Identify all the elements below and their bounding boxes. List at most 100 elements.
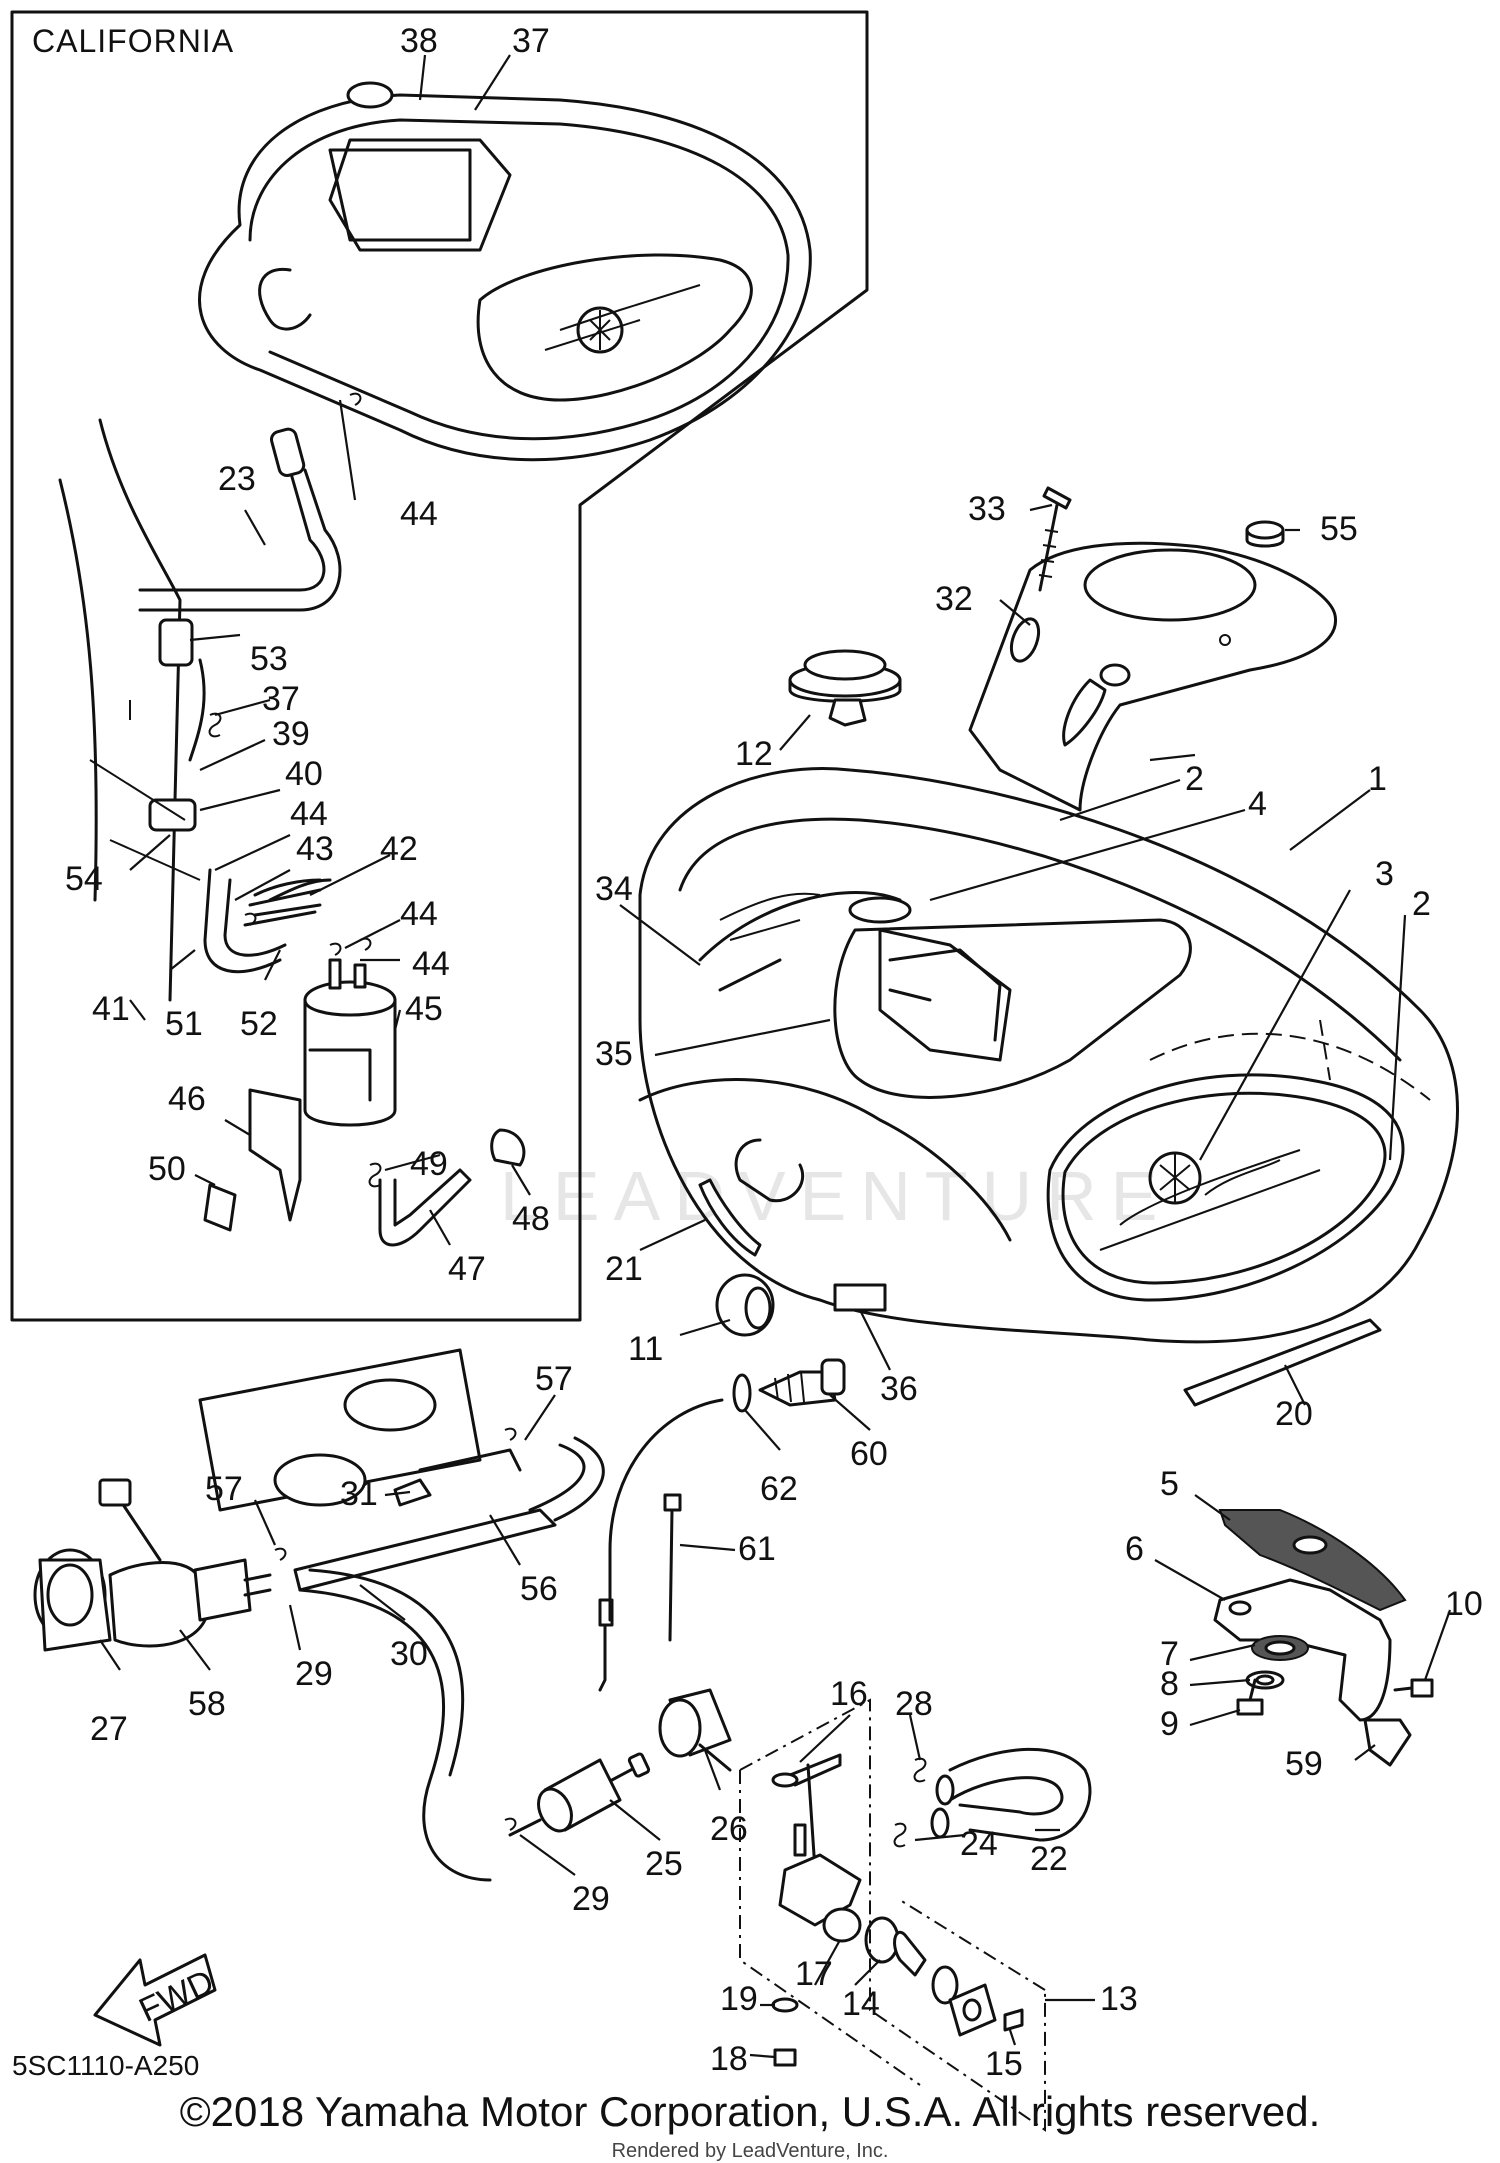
callout-47: 47 xyxy=(448,1250,486,1288)
callout-55: 55 xyxy=(1320,510,1358,548)
callout-44: 44 xyxy=(400,495,438,533)
callout-18: 18 xyxy=(710,2040,748,2078)
callout-54: 54 xyxy=(65,860,103,898)
callout-26: 26 xyxy=(710,1810,748,1848)
callout-52: 52 xyxy=(240,1005,278,1043)
callout-46: 46 xyxy=(168,1080,206,1118)
callout-57: 57 xyxy=(205,1470,243,1508)
main-fuel-tank xyxy=(638,767,1459,1344)
fwd-arrow: FWD xyxy=(93,1953,220,2047)
callout-31: 31 xyxy=(340,1475,378,1513)
cap-55 xyxy=(1245,520,1285,540)
callout-33: 33 xyxy=(968,490,1006,528)
plate-36 xyxy=(833,1283,887,1312)
callout-51: 51 xyxy=(165,1005,203,1043)
callout-58: 58 xyxy=(188,1685,226,1723)
diagram-code: 5SC1110-A250 xyxy=(12,2050,199,2081)
rendered-by-notice: Rendered by LeadVenture, Inc. xyxy=(611,2140,889,2162)
callout-37: 37 xyxy=(512,22,550,60)
bracket-46 xyxy=(248,1088,302,1222)
callout-24: 24 xyxy=(960,1825,998,1863)
callout-61: 61 xyxy=(738,1530,776,1568)
inset-title: CALIFORNIA xyxy=(32,23,234,59)
canister-45 xyxy=(303,958,397,1127)
callout-14: 14 xyxy=(842,1985,880,2023)
callout-57: 57 xyxy=(535,1360,573,1398)
callout-23: 23 xyxy=(218,460,256,498)
callout-15: 15 xyxy=(985,2045,1023,2083)
callout-12: 12 xyxy=(735,735,773,773)
callout-25: 25 xyxy=(645,1845,683,1883)
rear-bracket-assembly xyxy=(1213,1509,1434,1767)
callout-44: 44 xyxy=(400,895,438,933)
callout-16: 16 xyxy=(830,1675,868,1713)
throttle-body-area xyxy=(198,1348,605,1882)
callout-36: 36 xyxy=(880,1370,918,1408)
callout-40: 40 xyxy=(285,755,323,793)
level-sender-assembly xyxy=(598,1358,846,1692)
inset-canister-assembly xyxy=(58,392,526,1247)
clamp-48 xyxy=(490,1128,526,1167)
callout-29: 29 xyxy=(295,1655,333,1693)
fuel-filter-25 xyxy=(508,1752,651,1837)
callout-17: 17 xyxy=(795,1955,833,1993)
callout-2: 2 xyxy=(1412,885,1431,923)
callout-30: 30 xyxy=(390,1635,428,1673)
cap-55-side xyxy=(1245,528,1285,548)
callout-56: 56 xyxy=(520,1570,558,1608)
main-leaders xyxy=(99,503,1452,2059)
fuel-hose-22 xyxy=(893,1747,1092,1848)
callout-49: 49 xyxy=(410,1145,448,1183)
callout-10: 10 xyxy=(1445,1585,1483,1623)
callout-22: 22 xyxy=(1030,1840,1068,1878)
callout-21: 21 xyxy=(605,1250,643,1288)
inset-fuel-tank xyxy=(198,81,812,462)
callout-45: 45 xyxy=(405,990,443,1028)
callout-1: 1 xyxy=(1368,760,1387,798)
tank-cover-32 xyxy=(968,541,1338,812)
callout-9: 9 xyxy=(1160,1705,1179,1743)
callout-8: 8 xyxy=(1160,1665,1179,1703)
callout-44: 44 xyxy=(412,945,450,983)
callout-27: 27 xyxy=(90,1710,128,1748)
callout-29: 29 xyxy=(572,1880,610,1918)
callout-42: 42 xyxy=(380,830,418,868)
callout-labels: 38 37 23 44 53 37 39 40 44 43 42 44 44 5… xyxy=(12,22,1483,2083)
callout-7: 7 xyxy=(1160,1635,1179,1673)
callout-2: 2 xyxy=(1185,760,1204,798)
callout-5: 5 xyxy=(1160,1465,1179,1503)
watermark-text: LEADVENTURE xyxy=(500,1157,1171,1235)
callout-4: 4 xyxy=(1248,785,1267,823)
callout-35: 35 xyxy=(595,1035,633,1073)
callout-41: 41 xyxy=(92,990,130,1028)
callout-38: 38 xyxy=(400,22,438,60)
callout-20: 20 xyxy=(1275,1395,1313,1433)
nut-59 xyxy=(1363,1718,1412,1767)
callout-28: 28 xyxy=(895,1685,933,1723)
california-inset: CALIFORNIA xyxy=(10,10,869,1322)
callout-11: 11 xyxy=(628,1330,663,1368)
callout-13: 13 xyxy=(1100,1980,1138,2018)
fuel-pump-58 xyxy=(33,1478,272,1652)
callout-62: 62 xyxy=(760,1470,798,1508)
fuel-pump-bracket-26 xyxy=(658,1688,732,1772)
copyright-notice: ©2018 Yamaha Motor Corporation, U.S.A. A… xyxy=(179,2088,1321,2135)
callout-50: 50 xyxy=(148,1150,186,1188)
screw-33 xyxy=(1038,486,1072,592)
callout-32: 32 xyxy=(935,580,973,618)
callout-39: 39 xyxy=(272,715,310,753)
callout-44: 44 xyxy=(290,795,328,833)
fuel-cap-12 xyxy=(788,649,902,727)
callout-48: 48 xyxy=(512,1200,550,1238)
callout-59: 59 xyxy=(1285,1745,1323,1783)
callout-3: 3 xyxy=(1375,855,1394,893)
damper-11 xyxy=(715,1273,775,1337)
callout-19: 19 xyxy=(720,1980,758,2018)
callout-43: 43 xyxy=(296,830,334,868)
callout-53: 53 xyxy=(250,640,288,678)
callout-37: 37 xyxy=(262,680,300,718)
callout-34: 34 xyxy=(595,870,633,908)
damper-strip-20 xyxy=(1183,1318,1382,1407)
damper-strip-21 xyxy=(698,1178,762,1257)
